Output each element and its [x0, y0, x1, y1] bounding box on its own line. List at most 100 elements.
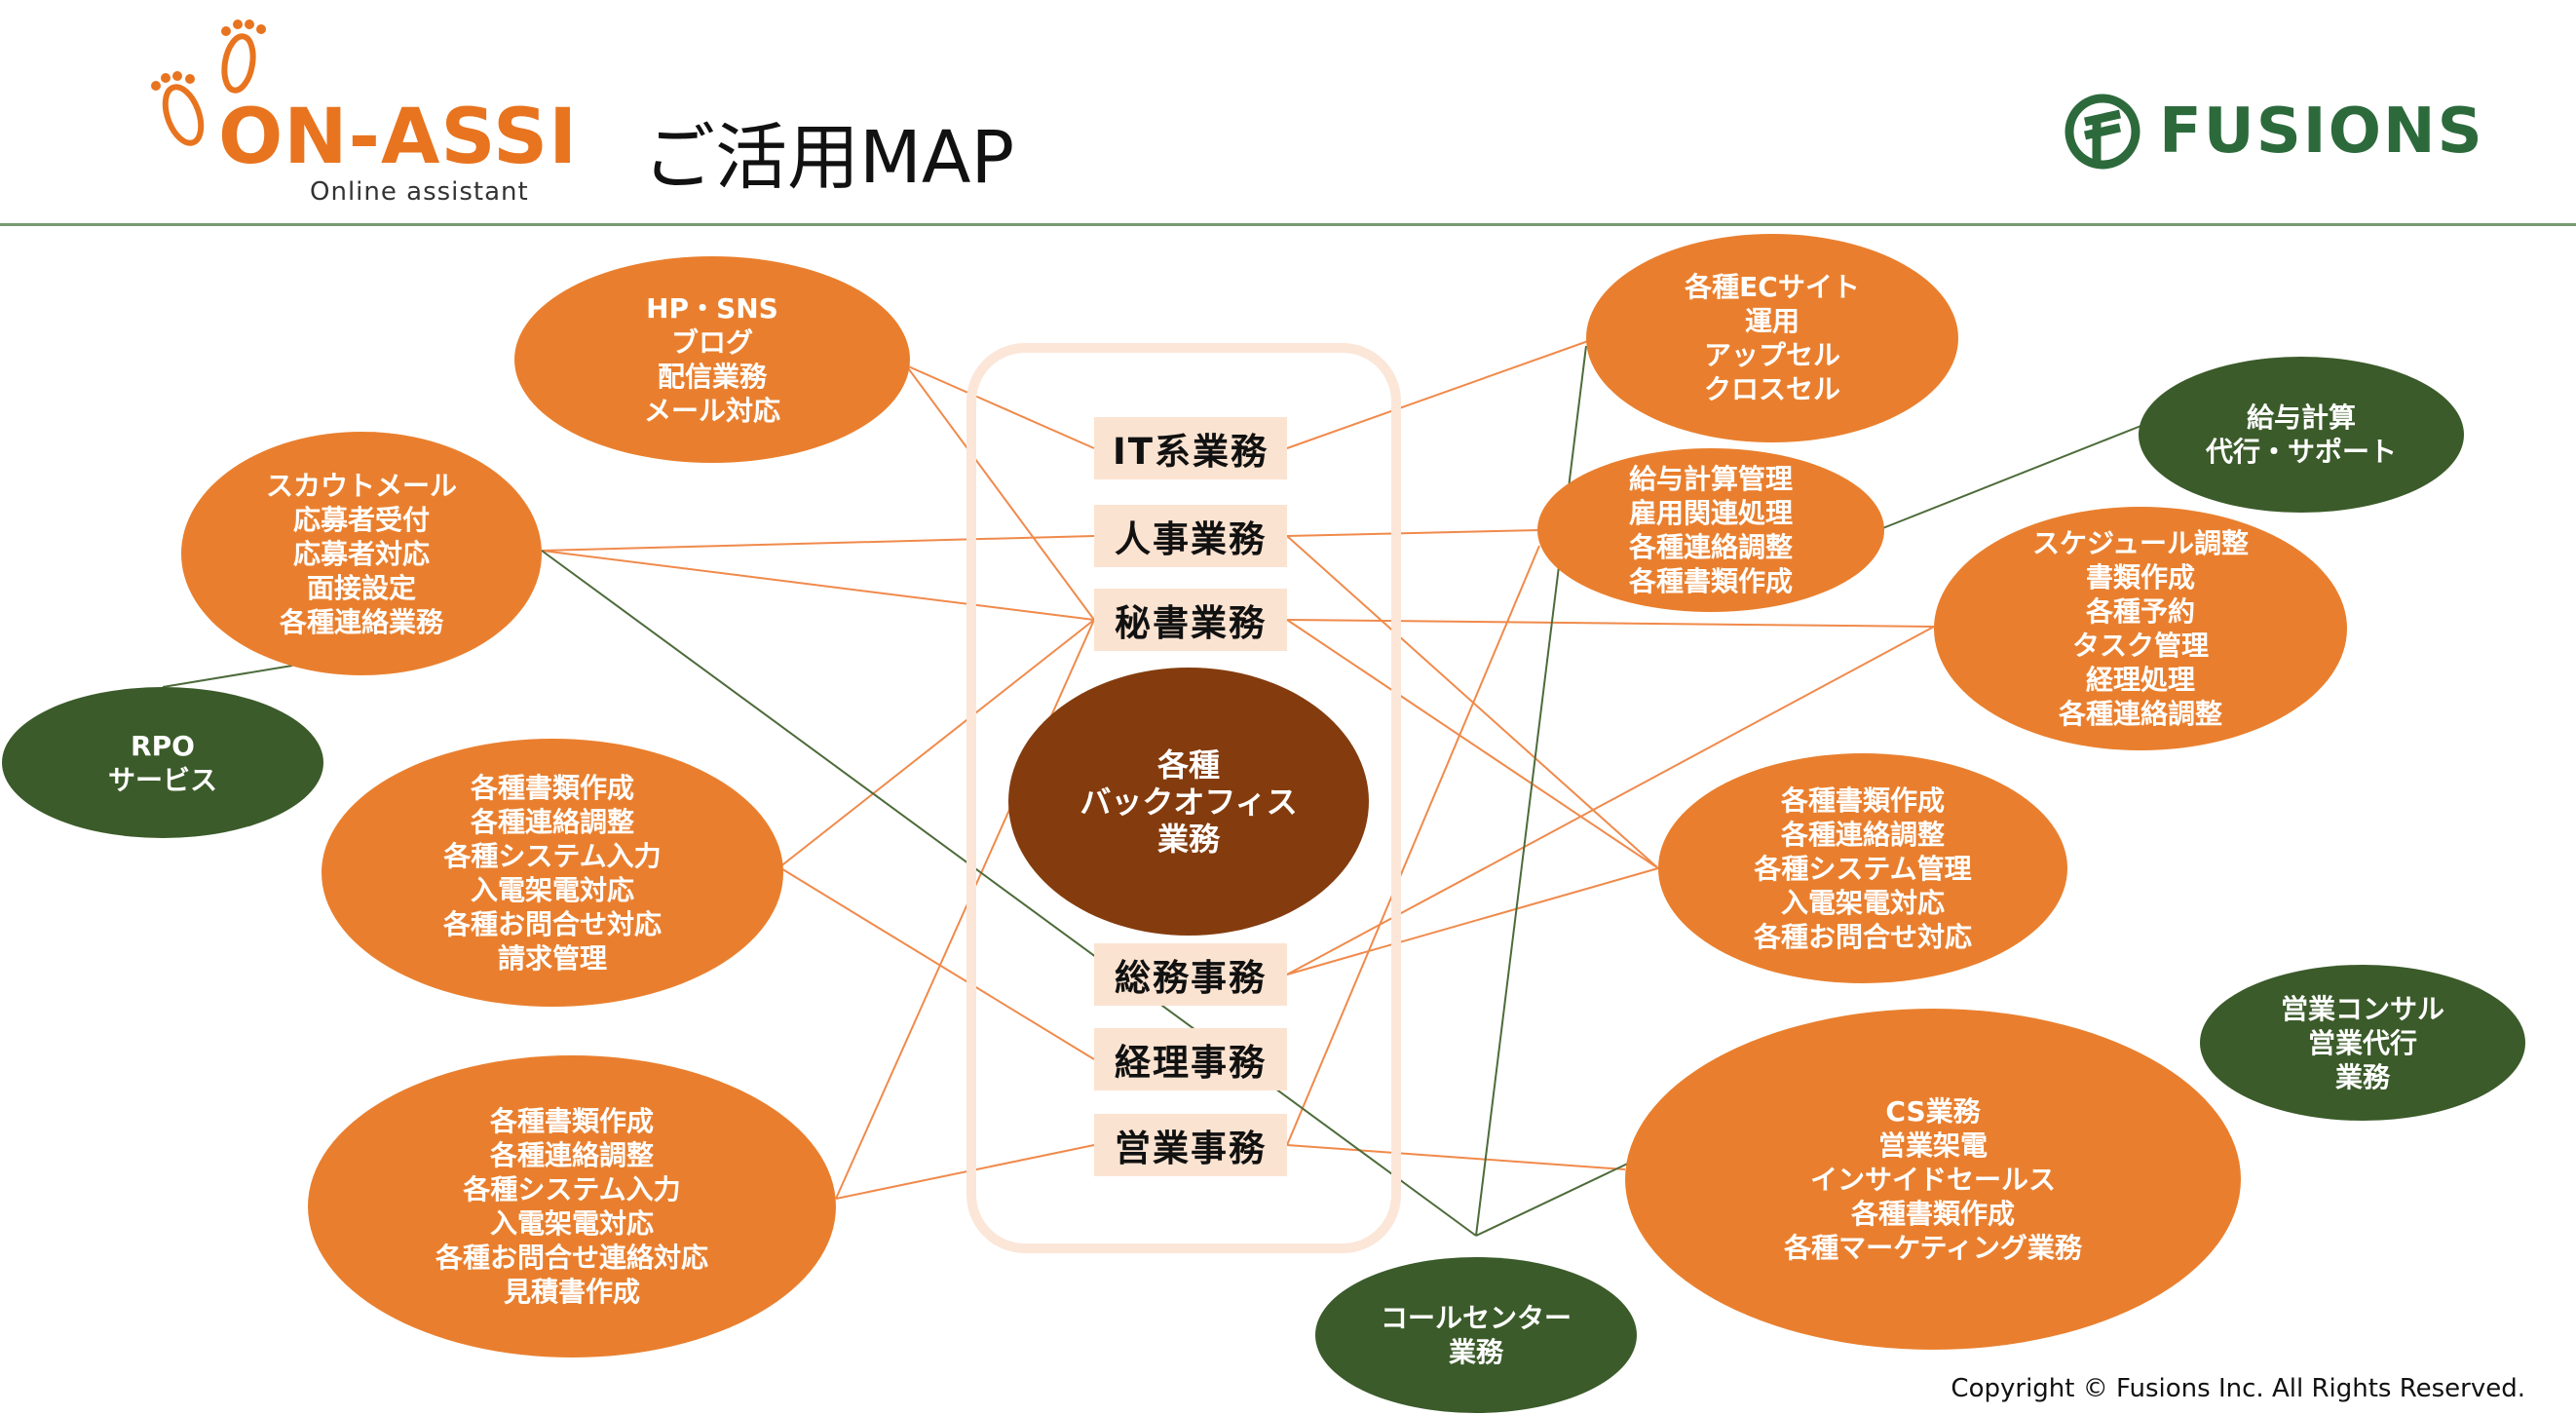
- bubble-line: 各種ECサイト: [1685, 271, 1860, 303]
- bubble-line: 各種連絡調整: [1628, 531, 1793, 563]
- connector-line: [778, 866, 1095, 1060]
- bubble-line: 各種書類作成: [1850, 1197, 2015, 1230]
- bubble-line: 各種お問合せ連絡対応: [435, 1242, 708, 1274]
- bubble-line: 請求管理: [497, 941, 607, 975]
- connector-line: [1286, 1144, 1626, 1170]
- bubble-left-mid: 各種書類作成 各種連絡調整 各種システム入力 入電架電対応 各種お問合せ対応 請…: [322, 739, 783, 1007]
- bubble-line: インサイドセールス: [1809, 1163, 2056, 1196]
- bubble-line: 入電架電対応: [489, 1207, 654, 1240]
- bubble-payroll: 給与計算管理 雇用関連処理 各種連絡調整 各種書類作成: [1537, 448, 1884, 612]
- category-hr: 人事業務: [1094, 505, 1287, 567]
- connector-line: [162, 665, 293, 688]
- connector-line: [1286, 529, 1540, 537]
- bubble-line: 各種システム入力: [463, 1173, 681, 1205]
- bubble-line: メール対応: [643, 395, 780, 427]
- connector-line: [1286, 545, 1540, 1146]
- bubble-line: 各種書類作成: [470, 771, 634, 804]
- bubble-line: 給与計算管理: [1628, 463, 1793, 495]
- logo-wordmark: ON-ASSI: [218, 94, 579, 181]
- page-title: ご活用MAP: [643, 116, 1015, 200]
- bubble-line: 代行・サポート: [2205, 436, 2397, 468]
- bubble-line: 営業代行: [2307, 1026, 2417, 1059]
- center-line: 業務: [1156, 820, 1220, 858]
- bubble-line: 各種書類作成: [1628, 565, 1793, 597]
- bubble-line: 各種連絡調整: [1780, 818, 1945, 851]
- bubble-line: ブログ: [670, 326, 753, 359]
- connector-line: [1475, 345, 1587, 1237]
- bubble-line: 各種システム入力: [443, 839, 662, 872]
- footprints-icon: [151, 19, 266, 146]
- connector-line: [541, 550, 1095, 621]
- connector-line: [905, 364, 1095, 449]
- category-panel: [966, 343, 1401, 1253]
- center-line: バックオフィス: [1080, 783, 1298, 821]
- bubble-ec: 各種ECサイト 運用 アップセル クロスセル: [1586, 234, 1958, 442]
- bubble-line: クロスセル: [1703, 373, 1840, 405]
- copyright: Copyright © Fusions Inc. All Rights Rese…: [1951, 1374, 2525, 1403]
- bubble-call-center: コールセンター 業務: [1315, 1257, 1637, 1413]
- category-sales: 営業事務: [1094, 1114, 1287, 1176]
- connector-line: [905, 364, 1095, 621]
- connector-line: [1286, 340, 1589, 449]
- bubble-line: 業務: [2334, 1060, 2390, 1093]
- bubble-line: 営業架電: [1877, 1128, 1988, 1162]
- bubble-line: CS業務: [1885, 1094, 1981, 1128]
- bubble-line: スカウトメール: [265, 469, 457, 502]
- bubble-line: サービス: [107, 763, 217, 796]
- bubble-line: 各種連絡調整: [470, 805, 634, 838]
- bubble-cs: CS業務 営業架電 インサイドセールス 各種書類作成 各種マーケティング業務: [1625, 1009, 2241, 1350]
- bubble-line: コールセンター: [1380, 1302, 1572, 1334]
- bubble-line: RPO: [131, 729, 195, 762]
- bubble-left-bottom: 各種書類作成 各種連絡調整 各種システム入力 入電架電対応 各種お問合せ連絡対応…: [308, 1055, 836, 1358]
- bubble-line: 給与計算: [2246, 402, 2356, 434]
- bubble-line: アップセル: [1703, 339, 1840, 371]
- bubble-line: 入電架電対応: [1780, 886, 1945, 919]
- bubble-line: 各種書類作成: [1780, 784, 1945, 817]
- logo-subtitle: Online assistant: [310, 177, 529, 207]
- bubble-line: 各種予約: [2085, 595, 2195, 628]
- connector-line: [1286, 619, 1659, 869]
- bubble-right-mid: 各種書類作成 各種連絡調整 各種システム管理 入電架電対応 各種お問合せ対応: [1658, 753, 2067, 983]
- bubble-line: 雇用関連処理: [1628, 497, 1793, 529]
- bubble-line: 経理処理: [2085, 664, 2195, 696]
- bubble-line: 営業コンサル: [2280, 992, 2444, 1025]
- bubble-line: 各種連絡業務: [279, 605, 443, 638]
- bubble-line: 各種書類作成: [489, 1105, 654, 1137]
- bubble-schedule: スケジュール調整 書類作成 各種予約 タスク管理 経理処理 各種連絡調整: [1934, 507, 2347, 750]
- bubble-line: 応募者対応: [292, 537, 430, 570]
- connector-line: [1286, 867, 1659, 975]
- connector-line: [541, 535, 1095, 552]
- bubble-scout: スカウトメール 応募者受付 応募者対応 面接設定 各種連絡業務: [181, 432, 542, 675]
- bubble-rpo: RPO サービス: [2, 687, 323, 838]
- bubble-line: 入電架電対応: [470, 873, 634, 906]
- bubble-line: 面接設定: [306, 571, 416, 604]
- bubble-line: 各種マーケティング業務: [1784, 1231, 2082, 1264]
- connector-line: [1879, 424, 2144, 530]
- bubble-line: 各種連絡調整: [489, 1139, 654, 1171]
- bubble-sales-consul: 営業コンサル 営業代行 業務: [2200, 965, 2525, 1121]
- bubble-line: 配信業務: [657, 361, 767, 393]
- category-it: IT系業務: [1094, 417, 1287, 479]
- category-accounting: 経理事務: [1094, 1028, 1287, 1090]
- header-divider: [0, 223, 2576, 226]
- connector-line: [778, 619, 1095, 868]
- connector-line: [541, 550, 1477, 1237]
- bubble-line: スケジュール調整: [2031, 527, 2250, 559]
- fusions-mark-icon: [2065, 94, 2140, 170]
- bubble-line: 各種連絡調整: [2058, 698, 2222, 730]
- center-backoffice-bubble: 各種 バックオフィス 業務: [1008, 668, 1369, 936]
- on-assi-logo: ON-ASSI Online assistant: [136, 10, 604, 210]
- bubble-line: 見積書作成: [503, 1276, 640, 1308]
- bubble-line: 各種システム管理: [1754, 852, 1972, 885]
- bubble-line: 書類作成: [2085, 561, 2195, 593]
- bubble-line: HP・SNS: [646, 292, 778, 325]
- fusions-logo: FUSIONS: [2064, 88, 2484, 175]
- connector-line: [835, 1144, 1095, 1200]
- bubble-line: タスク管理: [2071, 630, 2209, 662]
- center-line: 各種: [1156, 746, 1220, 784]
- bubble-line: 運用: [1744, 305, 1799, 337]
- bubble-line: 各種お問合せ対応: [442, 907, 662, 940]
- bubble-line: 業務: [1448, 1336, 1503, 1368]
- brand-name: FUSIONS: [2159, 96, 2484, 168]
- category-secretary: 秘書業務: [1094, 589, 1287, 651]
